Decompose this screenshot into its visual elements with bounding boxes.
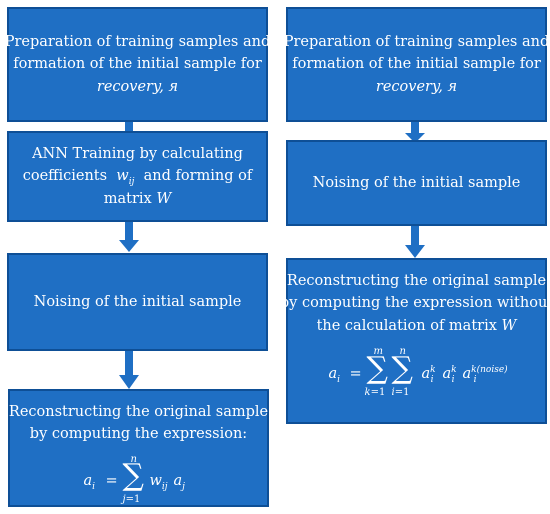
left-formula: ai = n ∑ j=1 wij aj bbox=[83, 454, 194, 505]
left-formula-sigma: ∑ bbox=[122, 457, 144, 493]
left-step-3-box: Noising of the initial sample bbox=[7, 253, 268, 351]
right-formula-term-2: aki bbox=[442, 365, 457, 386]
left-step-1-line-3: recovery, я bbox=[96, 78, 179, 95]
left-step-2-forming-label: and forming of bbox=[143, 168, 253, 185]
right-step-3-line-2: by computing the expression without bbox=[279, 295, 550, 312]
left-formula-sum-lower: j=1 bbox=[122, 493, 141, 505]
left-step-2-coefficients-label: coefficients bbox=[22, 168, 108, 185]
left-step-2-line-2: coefficients wij and forming of bbox=[23, 165, 252, 187]
right-formula-sigma-1: ∑ bbox=[366, 351, 388, 387]
left-step-1-box: Preparation of training samples and form… bbox=[4, 7, 271, 122]
right-arrow-2 bbox=[405, 226, 425, 258]
left-formula-equals: = bbox=[105, 472, 118, 489]
right-step-3-line-3: the calculation of matrix W bbox=[316, 317, 517, 334]
left-step-4-box: Reconstructing the original sample by co… bbox=[8, 389, 269, 507]
right-step-2-box: Noising of the initial sample bbox=[286, 140, 547, 226]
right-step-3-line-1: Reconstructing the original sample bbox=[286, 273, 547, 289]
left-formula-sum-upper: n bbox=[130, 453, 137, 465]
left-formula-a-term: aj bbox=[173, 472, 185, 492]
right-formula-term-1: aki bbox=[421, 365, 436, 386]
left-formula-w-term: wij bbox=[149, 472, 168, 492]
right-formula-lhs: ai bbox=[328, 366, 341, 386]
right-formula-sum1-upper: m bbox=[373, 346, 383, 358]
left-step-1-line-1: Preparation of training samples and bbox=[4, 33, 271, 50]
right-formula-equals: = bbox=[349, 366, 362, 383]
left-step-4-line-2: by computing the expression: bbox=[29, 426, 248, 443]
left-step-3-text: Noising of the initial sample bbox=[33, 293, 242, 310]
right-formula: ai = m ∑ k=1 n ∑ i=1 aki aki ak(noise)i bbox=[328, 343, 508, 399]
left-step-2-box: ANN Training by calculating coefficients… bbox=[7, 131, 268, 222]
left-step-2-line-1: ANN Training by calculating bbox=[32, 145, 243, 162]
left-arrow-2 bbox=[119, 222, 139, 252]
right-step-1-line-3: recovery, я bbox=[375, 78, 458, 95]
left-step-4-line-1: Reconstructing the original sample bbox=[8, 404, 269, 420]
right-formula-sum1-lower: k=1 bbox=[364, 387, 386, 399]
right-step-2-text: Noising of the initial sample bbox=[312, 174, 521, 191]
left-arrow-3 bbox=[119, 351, 139, 389]
right-arrow-1 bbox=[405, 122, 425, 143]
right-formula-term-3: ak(noise)i bbox=[462, 365, 508, 386]
left-formula-lhs: ai bbox=[83, 472, 96, 492]
right-step-1-box: Preparation of training samples and form… bbox=[283, 7, 550, 122]
right-step-3-box: Reconstructing the original sample by co… bbox=[280, 258, 550, 424]
right-step-1-line-1: Preparation of training samples and bbox=[283, 33, 550, 50]
left-step-2-w-symbol: wij bbox=[116, 168, 135, 188]
left-step-2-matrix-symbol: W bbox=[156, 190, 172, 207]
left-step-2-line-3: matrix W bbox=[103, 190, 172, 207]
right-formula-sigma-2: ∑ bbox=[391, 351, 413, 387]
right-formula-sum2-lower: i=1 bbox=[391, 387, 410, 399]
left-step-1-line-2: formation of the initial sample for bbox=[13, 56, 262, 73]
right-step-3-matrix-symbol: W bbox=[501, 317, 517, 334]
right-step-1-line-2: formation of the initial sample for bbox=[292, 56, 541, 73]
right-formula-sum2-upper: n bbox=[399, 346, 406, 358]
